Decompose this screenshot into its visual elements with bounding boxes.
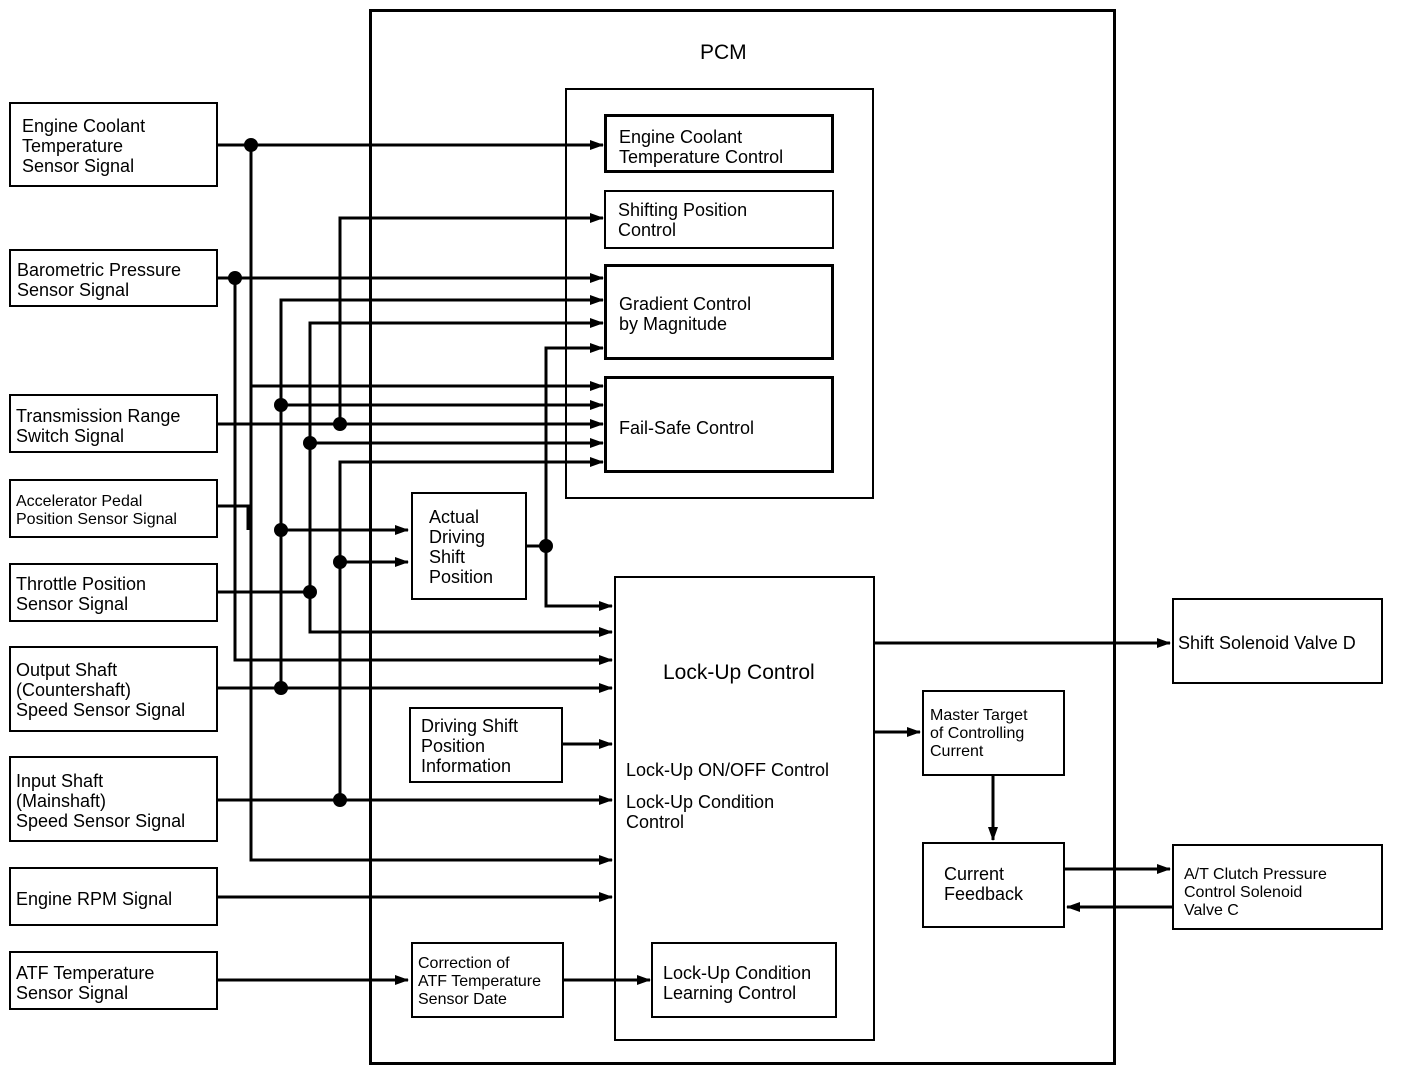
input-oss-box: Output Shaft (Countershaft) Speed Sensor…	[9, 646, 218, 732]
input-tps-label: Throttle Position Sensor Signal	[16, 574, 147, 614]
input-rpm-label: Engine RPM Signal	[16, 889, 173, 909]
shift-position-control-label: Shifting Position Control	[618, 200, 748, 240]
wire-tps-to-gradient	[308, 318, 604, 592]
input-oss-label: Output Shaft (Countershaft) Speed Sensor…	[16, 660, 186, 720]
junction-dot	[333, 793, 347, 807]
lockup-learning-box: Lock-Up Condition Learning Control	[651, 942, 837, 1018]
wire-actual-to-gradient	[526, 343, 604, 548]
input-app-label: Accelerator Pedal Position Sensor Signal	[16, 493, 177, 528]
input-atf-box: ATF Temperature Sensor Signal	[9, 951, 218, 1010]
gradient-control-box: Gradient Control by Magnitude	[604, 264, 834, 360]
wire-trs-to-shift-position	[338, 213, 604, 424]
master-target-label: Master Target of Controlling Current	[930, 707, 1028, 760]
wire-iss-bus	[338, 457, 604, 800]
shift-position-control-box: Shifting Position Control	[604, 190, 834, 249]
input-baro-label: Barometric Pressure Sensor Signal	[17, 260, 182, 300]
actual-shift-label: Actual Driving Shift Position	[429, 507, 494, 587]
lockup-control-title: Lock-Up Control	[663, 661, 815, 684]
gradient-control-label: Gradient Control by Magnitude	[619, 294, 752, 334]
lockup-control-box: Lock-Up Control Lock-Up ON/OFF Control L…	[614, 576, 875, 1041]
junction-dot	[274, 398, 288, 412]
correction-label: Correction of ATF Temperature Sensor Dat…	[418, 955, 542, 1008]
current-feedback-label: Current Feedback	[944, 864, 1024, 904]
input-rpm-box: Engine RPM Signal	[9, 867, 218, 926]
control-group-frame	[565, 88, 874, 499]
junction-dot	[539, 539, 553, 553]
wire-tps-to-lockup	[308, 592, 613, 637]
wire-app-to-lockup	[217, 504, 250, 530]
input-trs-box: Transmission Range Switch Signal	[9, 394, 218, 453]
wire-baro-to-lockup	[233, 278, 613, 665]
ect-control-box: Engine Coolant Temperature Control	[604, 114, 834, 173]
input-iss-box: Input Shaft (Mainshaft) Speed Sensor Sig…	[9, 756, 218, 842]
pcm-frame	[369, 9, 1116, 1065]
actual-shift-box: Actual Driving Shift Position	[411, 492, 527, 600]
solenoid-c-label: A/T Clutch Pressure Control Solenoid Val…	[1184, 866, 1327, 919]
failsafe-control-label: Fail-Safe Control	[619, 418, 755, 438]
junction-dot	[303, 436, 317, 450]
input-app-box: Accelerator Pedal Position Sensor Signal	[9, 479, 218, 538]
wire-ect-to-lockup	[249, 386, 613, 865]
solenoid-c-box: A/T Clutch Pressure Control Solenoid Val…	[1172, 844, 1383, 930]
lockup-onoff-label: Lock-Up ON/OFF Control	[626, 760, 830, 780]
wire-actual-to-lockup	[544, 546, 613, 611]
lockup-learning-label: Lock-Up Condition Learning Control	[663, 963, 812, 1003]
input-atf-label: ATF Temperature Sensor Signal	[16, 963, 155, 1003]
junction-dot	[244, 138, 258, 152]
input-tps-box: Throttle Position Sensor Signal	[9, 563, 218, 622]
lockup-condition-label: Lock-Up Condition Control	[626, 792, 775, 832]
input-trs-label: Transmission Range Switch Signal	[16, 406, 181, 446]
solenoid-d-box: Shift Solenoid Valve D	[1172, 598, 1383, 684]
junction-dot	[333, 555, 347, 569]
junction-dot	[274, 681, 288, 695]
junction-dot	[228, 271, 242, 285]
input-iss-label: Input Shaft (Mainshaft) Speed Sensor Sig…	[16, 771, 186, 831]
driving-info-box: Driving Shift Position Information	[409, 707, 563, 783]
current-feedback-box: Current Feedback	[922, 842, 1065, 928]
junction-dot	[333, 417, 347, 431]
input-ect-box: Engine Coolant Temperature Sensor Signal	[9, 102, 218, 187]
failsafe-control-box: Fail-Safe Control	[604, 376, 834, 473]
pcm-title: PCM	[700, 41, 747, 64]
input-baro-box: Barometric Pressure Sensor Signal	[9, 249, 218, 307]
input-ect-label: Engine Coolant Temperature Sensor Signal	[22, 116, 146, 176]
master-target-box: Master Target of Controlling Current	[922, 690, 1065, 776]
driving-info-label: Driving Shift Position Information	[421, 716, 519, 776]
solenoid-d-label: Shift Solenoid Valve D	[1178, 633, 1356, 653]
wire-oss-bus	[279, 295, 604, 688]
junction-dot	[303, 585, 317, 599]
junction-dot	[274, 523, 288, 537]
correction-box: Correction of ATF Temperature Sensor Dat…	[411, 942, 564, 1018]
ect-control-label: Engine Coolant Temperature Control	[619, 127, 784, 167]
